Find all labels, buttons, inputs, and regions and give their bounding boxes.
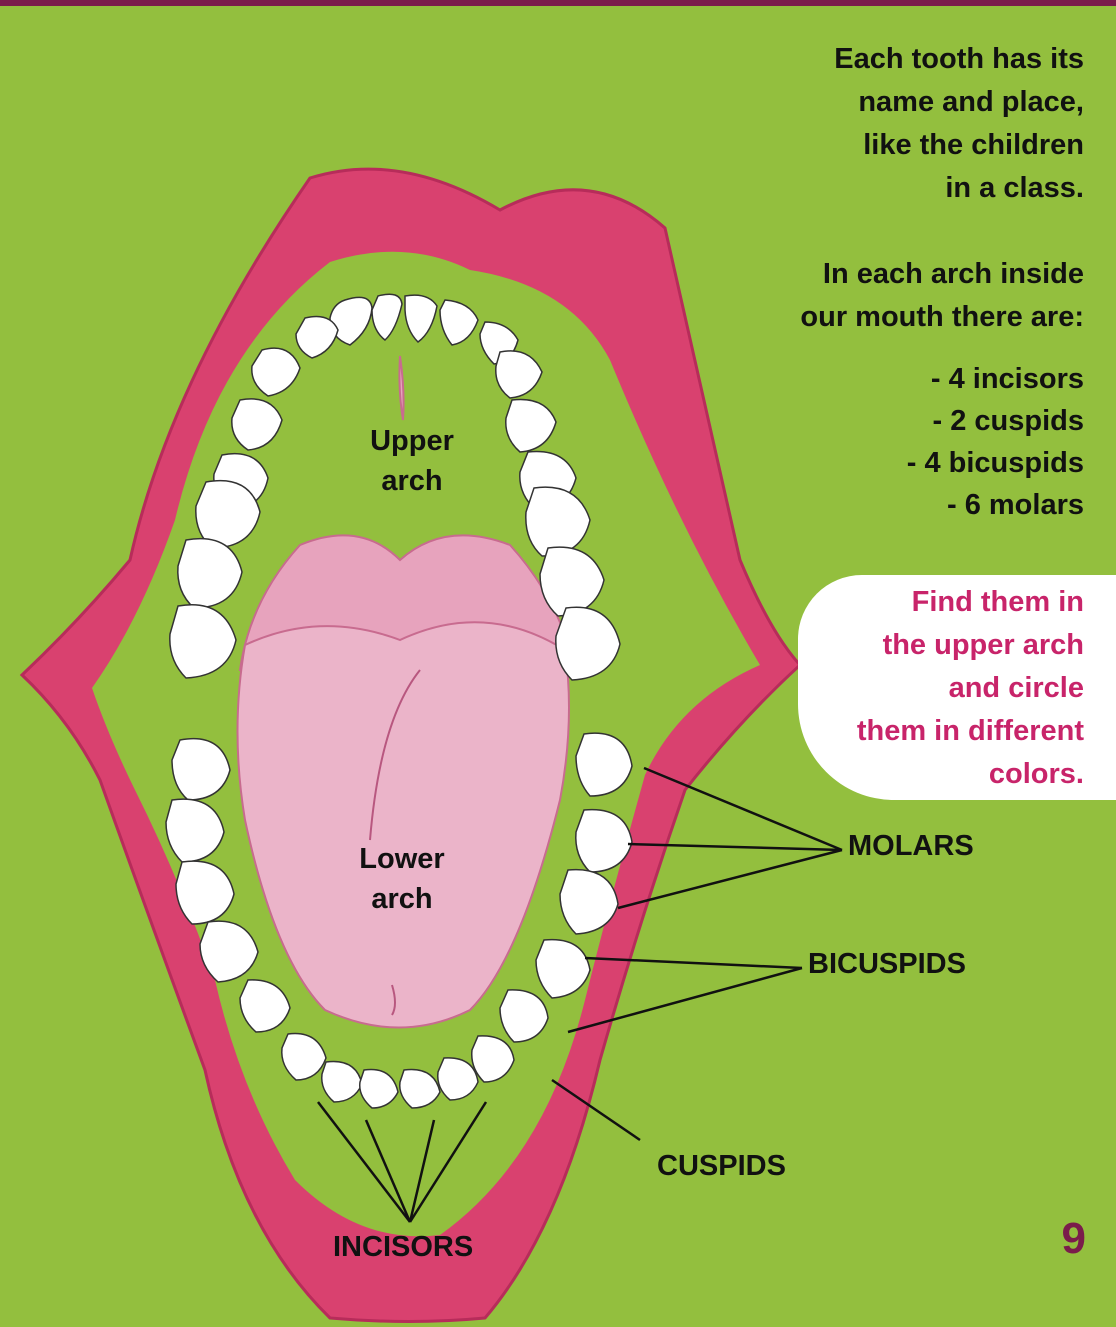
intro-line: like the children	[664, 124, 1084, 167]
lower-arch-line: arch	[340, 879, 464, 919]
intro-spacer	[664, 210, 1084, 253]
bubble-line: Find them in	[764, 581, 1084, 624]
upper-arch-label: Upper arch	[352, 421, 472, 501]
upper-arch-line: Upper	[352, 421, 472, 461]
intro-line: Each tooth has its	[664, 38, 1084, 81]
page-number: 9	[1062, 1214, 1086, 1264]
lower-arch-label: Lower arch	[340, 839, 464, 919]
count-item: - 6 molars	[724, 484, 1084, 526]
upper-arch-line: arch	[352, 461, 472, 501]
intro-line: in a class.	[664, 167, 1084, 210]
bubble-line: and circle	[764, 667, 1084, 710]
intro-text: Each tooth has its name and place, like …	[664, 38, 1084, 339]
intro-line: In each arch inside	[664, 253, 1084, 296]
incisors-label: INCISORS	[333, 1231, 473, 1264]
bubble-line: colors.	[764, 753, 1084, 796]
lower-arch-line: Lower	[340, 839, 464, 879]
bubble-line: them in different	[764, 710, 1084, 753]
count-item: - 2 cuspids	[724, 400, 1084, 442]
intro-line: our mouth there are:	[664, 296, 1084, 339]
count-item: - 4 incisors	[724, 358, 1084, 400]
cuspids-label: CUSPIDS	[657, 1150, 786, 1183]
tooth-count-list: - 4 incisors - 2 cuspids - 4 bicuspids -…	[724, 358, 1084, 526]
bubble-line: the upper arch	[764, 624, 1084, 667]
count-item: - 4 bicuspids	[724, 442, 1084, 484]
molars-label: MOLARS	[848, 830, 974, 863]
intro-line: name and place,	[664, 81, 1084, 124]
bicuspids-label: BICUSPIDS	[808, 948, 966, 981]
bubble-text: Find them in the upper arch and circle t…	[764, 581, 1084, 796]
